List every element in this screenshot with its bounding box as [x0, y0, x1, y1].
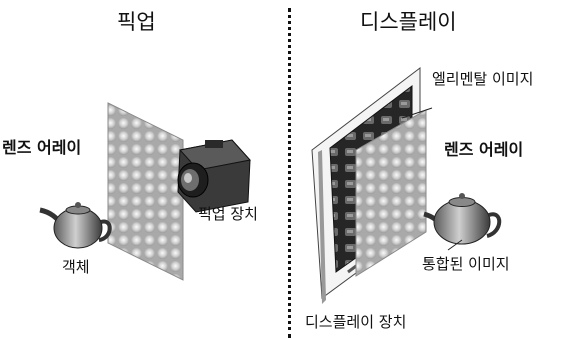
- left-lens-array-label: 렌즈 어레이: [2, 138, 82, 157]
- divider-line: [288, 8, 291, 338]
- display-device-label: 디스플레이 장치: [305, 313, 407, 331]
- right-lens-array-label: 렌즈 어레이: [444, 140, 524, 159]
- display-title: 디스플레이: [360, 10, 457, 34]
- elemental-image-label: 엘리멘탈 이미지: [432, 70, 534, 88]
- lens-array-icon: [107, 102, 184, 281]
- teapot-icon: [39, 202, 112, 249]
- pickup-title: 픽업: [117, 10, 156, 34]
- pickup-device-label: 픽업 장치: [198, 205, 258, 223]
- object-label: 객체: [62, 258, 90, 276]
- leader-lines: [401, 107, 463, 251]
- integrated-image-label: 통합된 이미지: [422, 255, 510, 273]
- lens-array-icon: [355, 109, 427, 277]
- camera-icon: [177, 139, 251, 213]
- teapot-icon: [423, 193, 502, 245]
